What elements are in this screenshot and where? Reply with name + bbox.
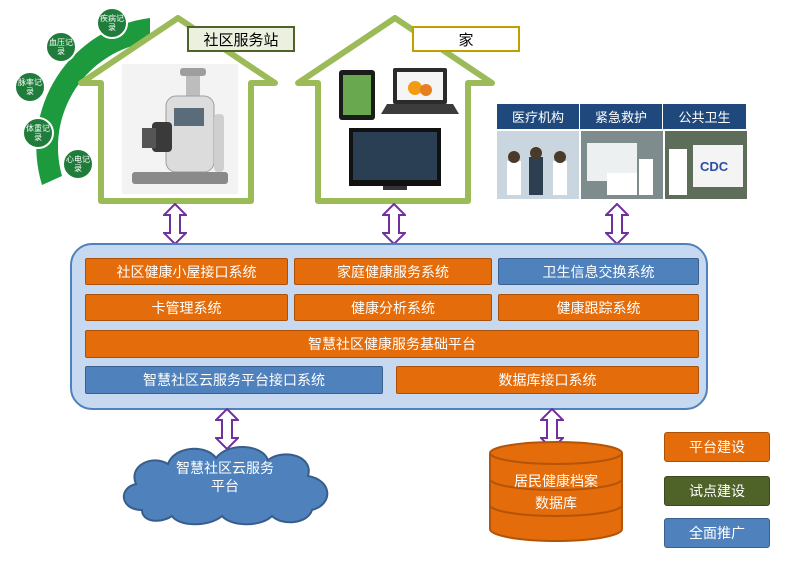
system-database-interface: 数据库接口系统 [396,366,699,394]
health-item-blood-pressure: 血压记录 [45,31,77,63]
arrow-home-platform [382,203,406,245]
health-item-pulse: 脉率记录 [14,71,46,103]
database-label: 居民健康档案 数据库 [496,471,616,515]
cloud-label-line2: 平台 [211,479,239,495]
health-item-disease: 疾病记录 [96,7,128,39]
legend-platform-build: 平台建设 [664,432,770,462]
health-kiosk-image [122,64,238,194]
system-foundation-platform: 智慧社区健康服务基础平台 [85,330,699,358]
cloud-label: 智慧社区云服务 平台 [142,460,308,496]
cdc-text: CDC [700,159,729,174]
medical-header-emergency: 紧急救护 [580,104,663,129]
legend-full-rollout: 全面推广 [664,518,770,548]
community-station-title: 社区服务站 [187,26,295,52]
system-health-tracking: 健康跟踪系统 [498,294,699,321]
devices-image [339,68,459,190]
system-family-health-service: 家庭健康服务系统 [294,258,492,285]
database-label-line1: 居民健康档案 [514,474,598,490]
system-health-info-exchange: 卫生信息交换系统 [498,258,699,285]
database-cylinder [489,441,623,542]
health-item-weight: 体重记录 [22,117,54,149]
medical-photos: CDC [497,131,747,199]
health-item-ecg: 心电记录 [62,148,94,180]
medical-header-public-health: 公共卫生 [663,104,746,129]
arrow-station-platform [163,203,187,245]
system-card-management: 卡管理系统 [85,294,288,321]
system-cloud-interface: 智慧社区云服务平台接口系统 [85,366,383,394]
arrow-medical-platform [605,203,629,245]
system-health-hut-interface: 社区健康小屋接口系统 [85,258,288,285]
health-arc [36,18,150,185]
medical-header-hospital: 医疗机构 [497,104,580,129]
system-health-analysis: 健康分析系统 [294,294,492,321]
cloud-shape [123,445,329,526]
home-title: 家 [412,26,520,52]
cloud-label-line1: 智慧社区云服务 [176,461,274,477]
database-label-line2: 数据库 [535,496,577,512]
legend-pilot-build: 试点建设 [664,476,770,506]
